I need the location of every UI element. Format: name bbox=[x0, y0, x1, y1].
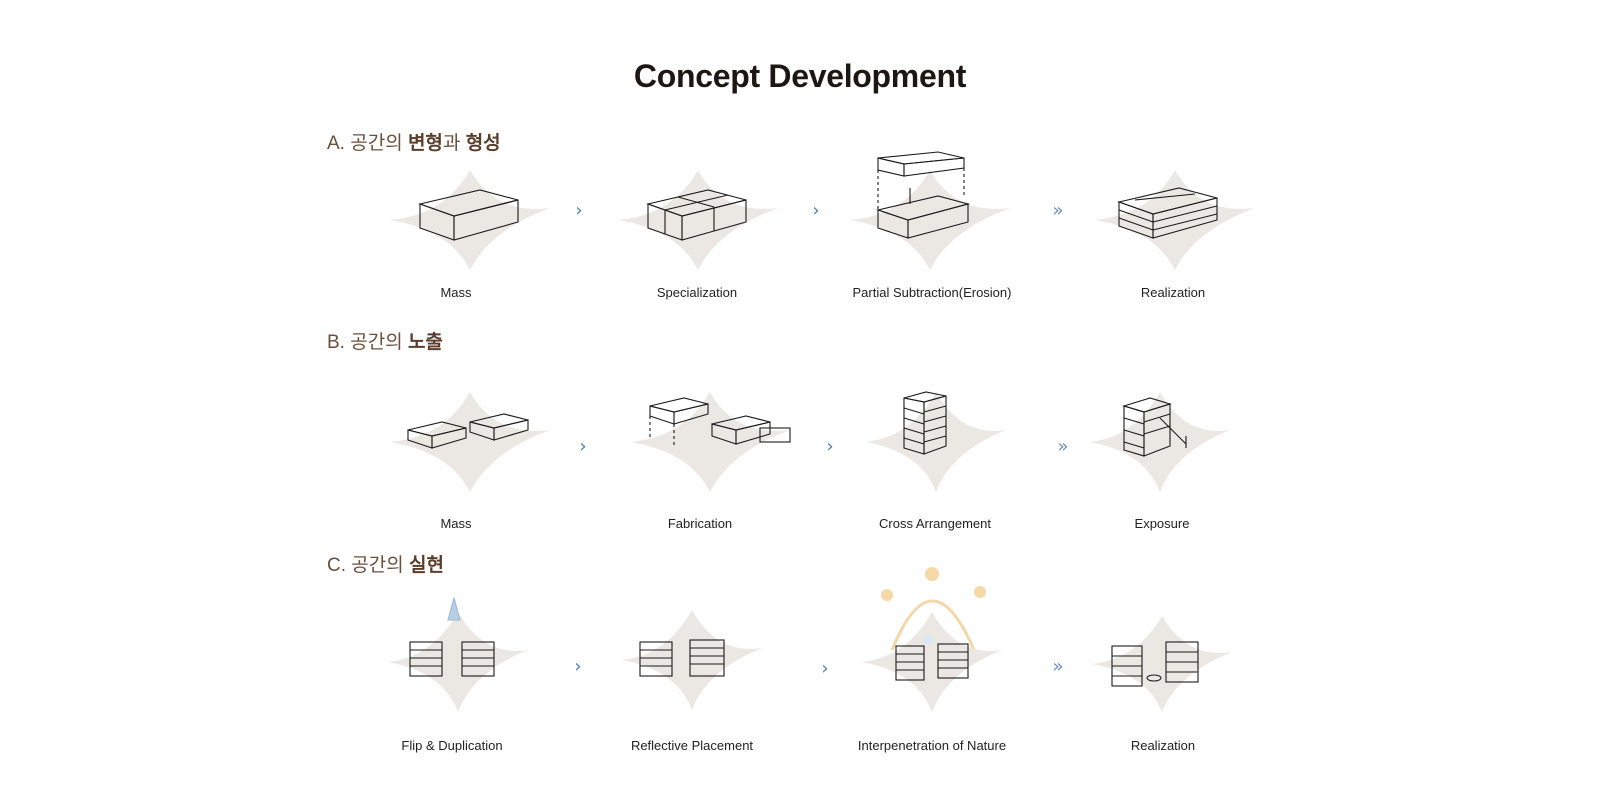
caption-c-flip-duplication: Flip & Duplication bbox=[401, 738, 503, 753]
arrow-c-1-glyph: › bbox=[574, 656, 582, 677]
arrow-b-1-glyph: › bbox=[579, 436, 587, 457]
arrow-b-2-glyph: › bbox=[826, 436, 834, 457]
arrow-c-1: › bbox=[566, 656, 590, 677]
arrow-b-3: » bbox=[1049, 436, 1073, 457]
section-c-heading-em1: 실현 bbox=[409, 555, 444, 576]
diagram-c-interpenetration bbox=[862, 562, 1062, 712]
caption-b-cross-arrangement: Cross Arrangement bbox=[879, 516, 991, 531]
caption-a-specialization: Specialization bbox=[656, 285, 738, 300]
caption-c-interpenetration: Interpenetration of Nature bbox=[857, 738, 1007, 753]
section-b-heading: B. 공간의 노출 bbox=[327, 327, 443, 354]
caption-b-fabrication: Fabrication bbox=[667, 516, 733, 531]
caption-b-exposure: Exposure bbox=[1134, 516, 1190, 531]
diagram-a-realization bbox=[1095, 160, 1295, 300]
arrow-a-1-glyph: › bbox=[575, 200, 583, 221]
arrow-c-3-glyph: » bbox=[1052, 656, 1063, 677]
arrow-c-2-glyph: › bbox=[821, 658, 829, 679]
page-title: Concept Development bbox=[633, 58, 967, 94]
arrow-a-3-glyph: » bbox=[1052, 200, 1063, 221]
section-b-heading-prefix: B. 공간의 bbox=[327, 332, 408, 353]
diagram-a-partial-subtraction bbox=[850, 148, 1050, 288]
arrow-a-1: › bbox=[567, 200, 591, 221]
arrow-b-1: › bbox=[571, 436, 595, 457]
arrow-c-2: › bbox=[813, 658, 837, 679]
arrow-a-3: » bbox=[1044, 200, 1068, 221]
section-a-heading: A. 공간의 변형과 형성 bbox=[327, 128, 501, 155]
diagram-b-fabrication bbox=[620, 392, 820, 532]
caption-c-reflective-placement: Reflective Placement bbox=[630, 738, 754, 753]
diagram-b-exposure bbox=[1090, 388, 1290, 528]
caption-b-mass: Mass bbox=[440, 516, 472, 531]
arrow-b-3-glyph: » bbox=[1057, 436, 1068, 457]
diagram-b-mass bbox=[390, 392, 590, 532]
diagram-a-mass bbox=[390, 160, 590, 300]
diagram-b-cross-arrangement bbox=[866, 388, 1066, 528]
caption-a-partial-subtraction: Partial Subtraction(Erosion) bbox=[852, 285, 1012, 300]
caption-a-realization: Realization bbox=[1140, 285, 1206, 300]
section-c-heading: C. 공간의 실현 bbox=[327, 550, 444, 577]
section-b-heading-em1: 노출 bbox=[407, 332, 443, 353]
arrow-c-3: » bbox=[1044, 656, 1068, 677]
section-a-heading-mid: 과 bbox=[442, 133, 466, 154]
section-a-heading-em2: 형성 bbox=[465, 133, 501, 154]
caption-a-mass: Mass bbox=[440, 285, 472, 300]
diagram-a-specialization bbox=[618, 160, 818, 300]
diagram-c-realization bbox=[1092, 616, 1292, 756]
caption-c-realization: Realization bbox=[1130, 738, 1196, 753]
arrow-a-2-glyph: › bbox=[812, 200, 820, 221]
diagram-c-reflective-placement bbox=[622, 600, 822, 740]
arrow-a-2: › bbox=[804, 200, 828, 221]
section-a-heading-prefix: A. 공간의 bbox=[327, 133, 408, 154]
section-a-heading-em1: 변형 bbox=[407, 133, 443, 154]
diagram-c-flip-duplication bbox=[388, 596, 588, 736]
arrow-b-2: › bbox=[818, 436, 842, 457]
section-c-heading-prefix: C. 공간의 bbox=[327, 555, 409, 576]
